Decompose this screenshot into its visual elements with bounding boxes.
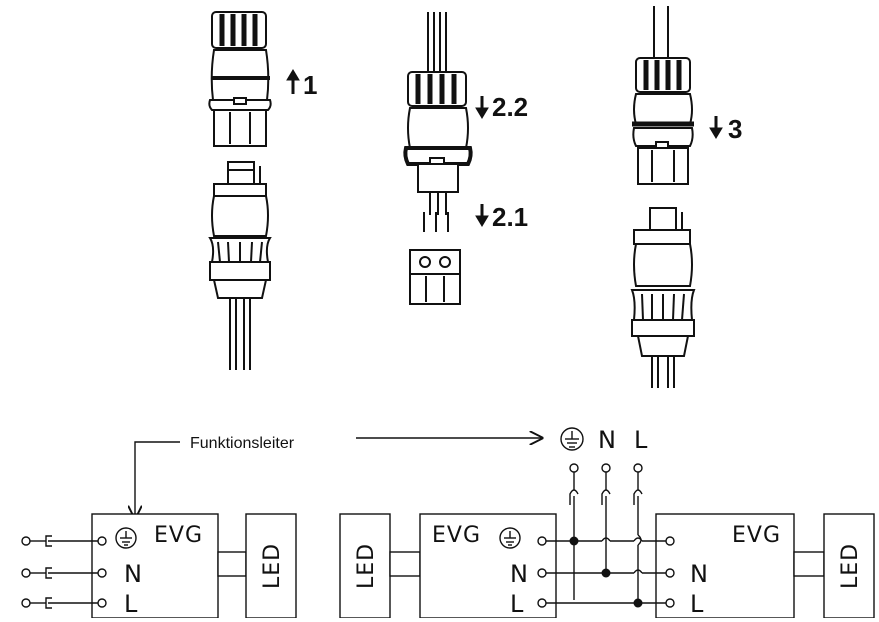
step-3-arrow — [709, 116, 723, 139]
functional-conductor-arrow-left — [135, 441, 180, 518]
evg-label-right: EVG — [732, 523, 781, 548]
step-3-label: 3 — [728, 114, 742, 144]
led-label-left: LED — [260, 543, 285, 589]
connector-2-housing — [403, 12, 473, 232]
line-label-middle: L — [510, 590, 524, 618]
functional-conductor-label: Funktionsleiter — [190, 435, 295, 452]
through-wiring — [537, 536, 675, 608]
evg-label-middle: EVG — [432, 523, 481, 548]
supply-ground-icon — [560, 427, 584, 451]
supply-feed-lines — [569, 463, 643, 600]
neutral-label-left: N — [124, 560, 142, 588]
supply-line-label: L — [634, 426, 648, 454]
ground-icon-left — [115, 527, 137, 549]
neutral-label-right: N — [690, 560, 708, 588]
led-label-right: LED — [838, 543, 863, 589]
step-2-2-arrow — [475, 96, 489, 119]
evg-unit-middle — [339, 513, 557, 619]
neutral-label-middle: N — [510, 560, 528, 588]
connector-2-terminal — [409, 249, 461, 305]
supply-neutral-label: N — [598, 426, 616, 454]
evg-label-left: EVG — [154, 523, 203, 548]
connector-3-top — [632, 6, 694, 185]
connector-3-bottom — [630, 207, 696, 388]
ground-icon-middle — [499, 527, 521, 549]
evg-unit-right — [655, 513, 875, 619]
evg-unit-left — [91, 513, 297, 619]
line-label-left: L — [124, 590, 138, 618]
connector-1-bottom — [208, 161, 272, 370]
input-plugs-left — [21, 535, 107, 609]
junction-dots — [569, 536, 643, 608]
step-1-arrow — [286, 69, 300, 94]
step-2-2-label: 2.2 — [492, 92, 528, 122]
connector-1-top — [208, 11, 272, 147]
step-2-1-arrow — [475, 204, 489, 227]
line-label-right: L — [690, 590, 704, 618]
step-1-label: 1 — [303, 70, 317, 100]
led-label-middle: LED — [354, 543, 379, 589]
step-2-1-label: 2.1 — [492, 202, 528, 232]
